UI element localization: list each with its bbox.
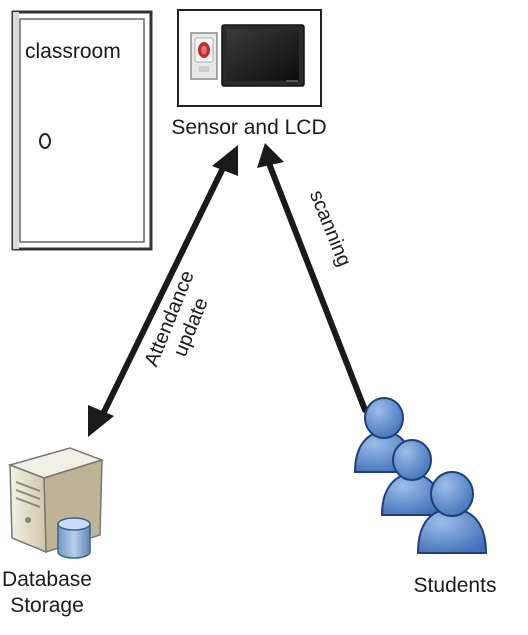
sensor-lcd-box (177, 9, 322, 107)
database-cylinder-icon (57, 517, 91, 559)
scanning-label: scanning (305, 187, 355, 269)
fingerprint-sensor-icon (190, 32, 218, 80)
lcd-monitor-icon (221, 24, 305, 87)
people-group-icon (353, 397, 488, 554)
database-label-line2: Storage (10, 594, 84, 617)
sensor-lcd-label: Sensor and LCD (171, 116, 326, 139)
classroom-label: classroom (25, 40, 121, 63)
attendance-update-arrow (88, 145, 238, 437)
attendance-update-label: Attendance update (141, 268, 213, 370)
door-icon (11, 10, 153, 251)
scanning-label-group: scanning (305, 187, 355, 269)
scanning-arrow (257, 143, 368, 413)
database-label-line1: Database (2, 568, 92, 591)
students-label: Students (414, 574, 497, 597)
